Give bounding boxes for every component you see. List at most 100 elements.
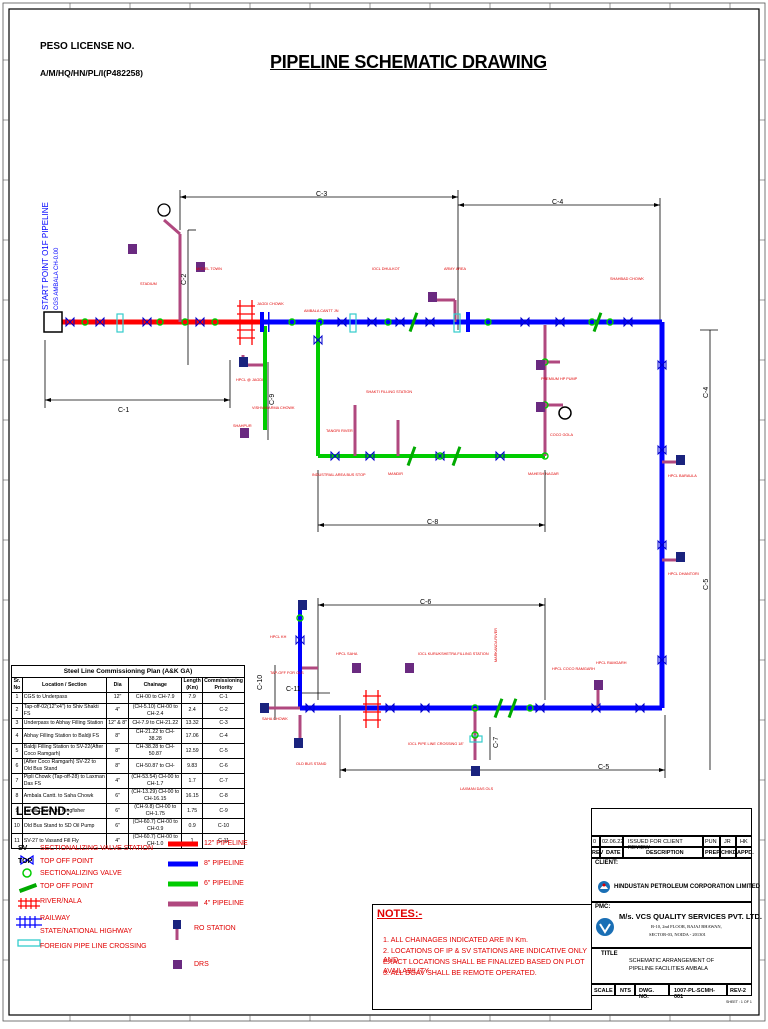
sectionalizing-valve-icon	[591, 702, 601, 714]
col-location: Location / Section	[21, 677, 107, 693]
railway-crossings	[237, 300, 381, 728]
plan-cell: 12"	[105, 692, 130, 704]
cgs-start-box	[43, 311, 63, 333]
legend-item-label: TOP OFF POINT	[40, 858, 94, 865]
plan-cell: 4"	[105, 833, 130, 849]
svg-text:IOCL PIPE LINE CROSSING 18": IOCL PIPE LINE CROSSING 18"	[408, 742, 465, 746]
title-line1: SCHEMATIC ARRANGEMENT OF	[629, 958, 715, 964]
plan-cell: 8"	[105, 728, 130, 744]
station-box-icon	[405, 663, 414, 673]
sectionalizing-valve-icon	[385, 702, 395, 714]
top-off-point-icon	[384, 318, 392, 326]
legend-symbol-text: SV	[18, 845, 28, 852]
station-box-icon	[536, 402, 545, 412]
station-box-icon	[240, 428, 249, 438]
legend-item-label: SECTIONALIZING VALVE STATION	[40, 845, 154, 852]
station-box-icon	[260, 703, 269, 713]
client-name: HINDUSTAN PETROLEUM CORPORATION LIMITED	[614, 884, 761, 890]
legend-ro: RO STATION	[194, 925, 236, 932]
sheet-number: SHEET : 1 OF 1	[726, 1000, 752, 1004]
plan-cell: (CH-5.10) CH-00 to CH-2.4	[128, 702, 183, 719]
plan-cell: Abhay Filling Station to Baldji FS	[21, 728, 107, 744]
station-box-icon	[196, 262, 205, 272]
plan-cell: C-7	[202, 773, 245, 789]
sectionalizing-valve-icon	[95, 316, 105, 328]
note-3: 3. ALL DGAV SHALL BE REMOTE OPERATED.	[383, 968, 537, 977]
hdr-date: DATE	[600, 847, 623, 858]
station-box-icon	[352, 663, 361, 673]
legend-symbols	[16, 841, 198, 969]
hdr-prep: PREP.	[703, 847, 721, 858]
legend-pipe-label: 12" PIPELINE	[204, 840, 248, 847]
border-grid-ticks	[3, 3, 765, 1021]
pmc-name: M/s. VCS QUALITY SERVICES PVT. LTD.	[619, 912, 762, 921]
markanda-river-label: MARKANDA RIVER	[494, 628, 498, 662]
note-1: 1. ALL CHAINAGES INDICATED ARE IN Km.	[383, 935, 528, 944]
top-off-point-icon	[471, 704, 479, 712]
sectionalizing-valve-icon	[520, 316, 530, 328]
hdr-chkd: CHKD.	[720, 847, 738, 858]
svg-text:SHAHPUR: SHAHPUR	[233, 424, 252, 428]
sectionalizing-valve-icon	[295, 634, 305, 646]
legend-pipe-label: 6" PIPELINE	[204, 880, 244, 887]
plan-cell: SV-27 to Vasand Fill Fly	[21, 833, 107, 849]
plan-cell: CH-7.9 to CH-21.22	[128, 717, 183, 729]
legend-drs: DRS	[194, 961, 209, 968]
sectionalizing-valve-icon	[142, 316, 152, 328]
legend-symbol-text: TOP	[18, 858, 33, 865]
plan-cell: C-11	[202, 833, 245, 849]
top-off-point-icon	[526, 704, 534, 712]
svg-text:IOCL DHULKOT: IOCL DHULKOT	[372, 267, 401, 271]
top-off-point-icon	[316, 318, 324, 326]
sectionalizing-valve-icon	[337, 316, 347, 328]
pmc-label: PMC:	[595, 904, 611, 910]
station-box-icon	[428, 292, 437, 302]
plan-cell: 6"	[105, 818, 130, 834]
svg-text:LAXMAN DAS OLS: LAXMAN DAS OLS	[460, 787, 494, 791]
svg-text:HPCL DHANTORI: HPCL DHANTORI	[668, 572, 699, 576]
rev-appd: HK	[736, 836, 752, 847]
plan-cell: 12.59	[181, 743, 204, 759]
seg-c3: C-3	[316, 191, 327, 198]
sectionalizing-valve-icon	[657, 359, 667, 371]
plan-cell: 8"	[105, 743, 130, 759]
legend-item-label: FOREIGN PIPE LINE CROSSING	[40, 943, 147, 950]
svg-text:ARMY AREA: ARMY AREA	[444, 267, 467, 271]
legend-pipe-label: 8" PIPELINE	[204, 860, 244, 867]
plan-cell: C-2	[202, 702, 245, 719]
seg-c8: C-8	[427, 519, 438, 526]
svg-text:SAHA CHOWK: SAHA CHOWK	[262, 717, 288, 721]
rev-prep: PUN	[703, 836, 720, 847]
legend-item-label: RIVER/NALA	[40, 898, 82, 905]
sectionalizing-valve-icon	[330, 450, 340, 462]
sectionalizing-valve-icon	[657, 539, 667, 551]
shiv-shakti-ring	[157, 203, 171, 217]
rev-desc: ISSUED FOR CLIENT REVIEW	[623, 836, 703, 851]
station-box-icon	[294, 738, 303, 748]
pmc-addr2: SECTOR-03, NOIDA - 201301	[649, 932, 706, 937]
top-off-point-icon	[588, 318, 596, 326]
station-box-icon	[536, 360, 545, 370]
sectionalizing-valve-icon	[657, 444, 667, 456]
sectionalizing-valve-icon	[623, 316, 633, 328]
notes-title: NOTES:-	[377, 908, 423, 920]
station-box-icon	[676, 455, 685, 465]
seg-c10: C-10	[257, 675, 264, 690]
plan-cell: C-5	[202, 743, 245, 759]
svg-text:HPCL @ JAGDI: HPCL @ JAGDI	[236, 378, 263, 382]
plan-cell: 9.83	[181, 758, 204, 774]
col-dia: Dia	[105, 677, 130, 693]
top-off-point-icon	[484, 318, 492, 326]
plan-cell: 3	[11, 717, 23, 729]
plan-cell: CH-21.22 to CH-38.28	[128, 728, 183, 744]
plan-cell: 13.32	[181, 717, 204, 729]
top-off-point-icon	[606, 318, 614, 326]
dwg-label: DWG. NO.	[635, 984, 669, 1000]
sectionalizing-valve-icon	[365, 450, 375, 462]
